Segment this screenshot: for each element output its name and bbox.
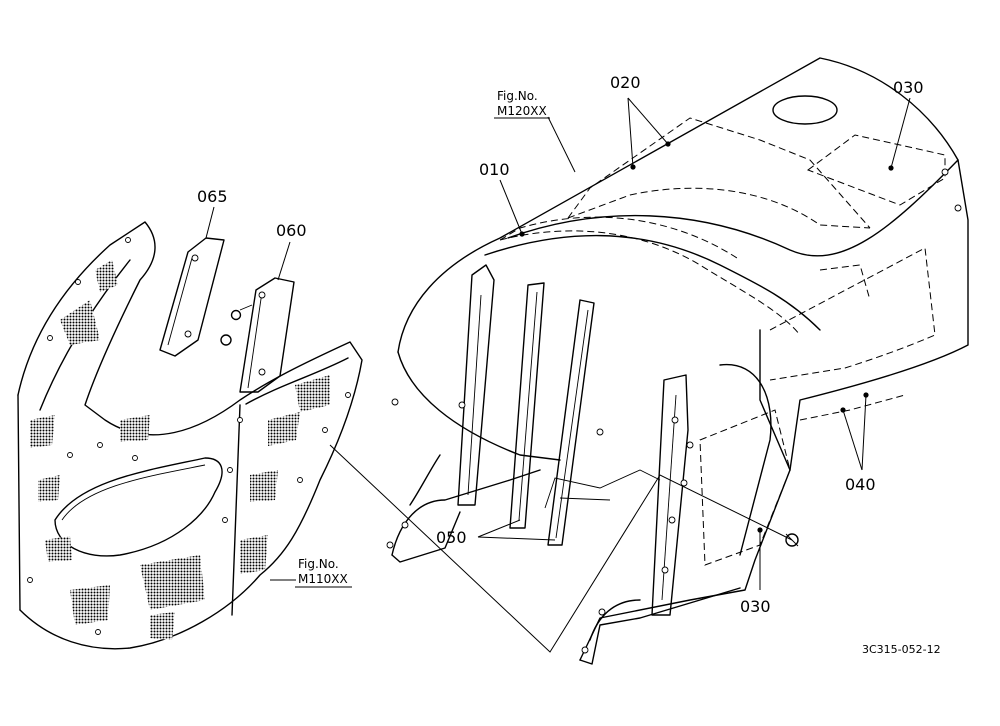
callout-030-bottom: 030 [740, 597, 771, 616]
callout-040: 040 [845, 475, 876, 494]
callout-050: 050 [436, 528, 467, 547]
callouts: 020 030 010 065 060 050 040 030 [197, 73, 924, 616]
callout-030-top: 030 [893, 78, 924, 97]
fig-ref-lower-number: M110XX [298, 572, 348, 586]
callout-010: 010 [479, 160, 510, 179]
fig-ref-upper: Fig.No. M120XX [494, 89, 550, 119]
hood-assembly [17, 221, 363, 650]
cab-roof-assembly [386, 57, 969, 665]
fig-ref-upper-label: Fig.No. [497, 89, 538, 103]
fig-ref-lower-label: Fig.No. [298, 557, 339, 571]
panel-065 [159, 237, 225, 357]
callout-060: 060 [276, 221, 307, 240]
leader-lines [205, 97, 911, 653]
callout-065: 065 [197, 187, 228, 206]
callout-020: 020 [610, 73, 641, 92]
panel-060 [220, 277, 295, 393]
drawing-code: 3C315-052-12 [862, 643, 941, 656]
hood-grille-mesh [30, 260, 330, 640]
fig-ref-upper-number: M120XX [497, 104, 547, 118]
fig-ref-lower: Fig.No. M110XX [295, 557, 352, 588]
